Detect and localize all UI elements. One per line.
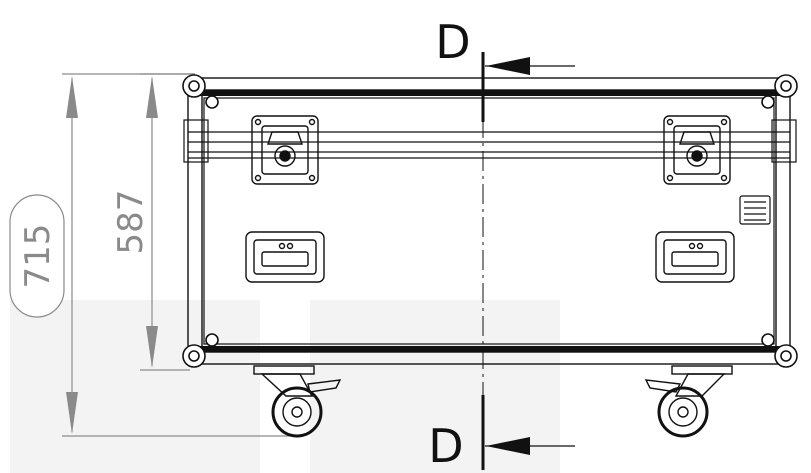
section-label-bottom: D: [428, 419, 463, 473]
dimension-587-label: 587: [111, 190, 151, 255]
section-line: [481, 52, 575, 470]
handle-left: [245, 231, 325, 283]
handle-right: [655, 231, 735, 283]
section-label-top: D: [435, 15, 470, 69]
dimension-715: [9, 73, 290, 437]
latch-right: [663, 115, 731, 185]
castor-left: [253, 365, 342, 438]
label-plate: [739, 195, 771, 225]
dimension-715-label: 715: [18, 224, 58, 289]
dimension-587: [140, 73, 195, 371]
watermark: [10, 300, 560, 473]
latch-left: [251, 115, 319, 185]
corner-caps: [182, 74, 798, 368]
castor-right: [644, 365, 733, 438]
